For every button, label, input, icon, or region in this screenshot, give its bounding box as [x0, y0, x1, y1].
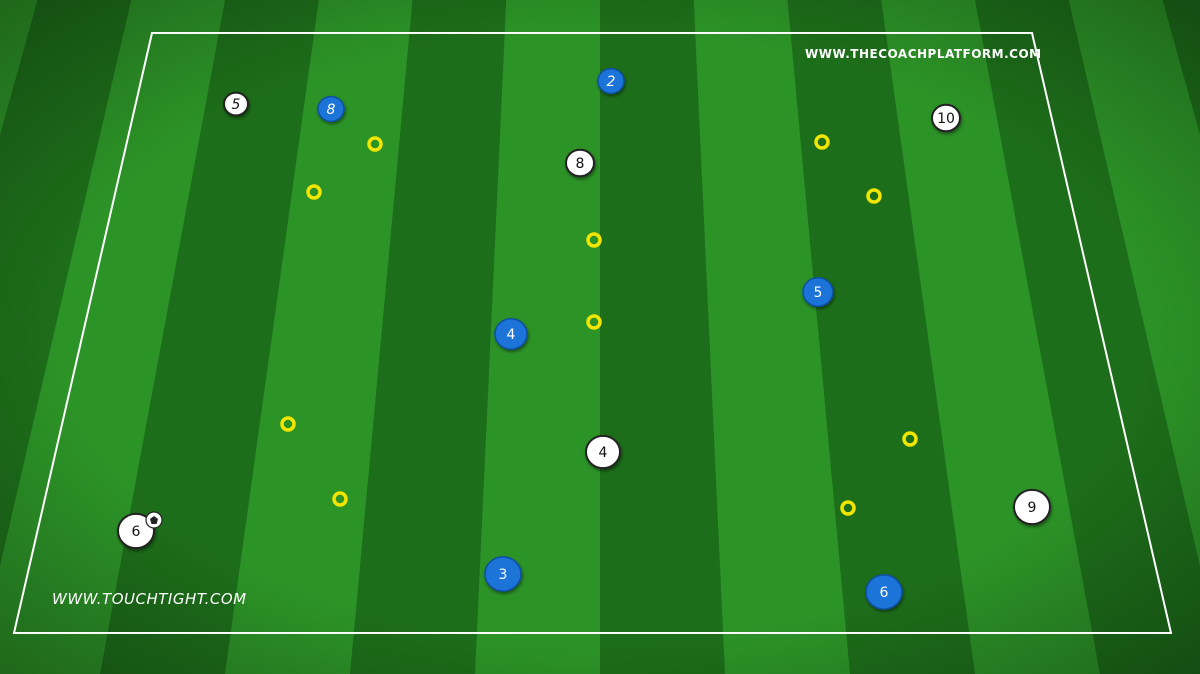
players-layer: 5 8 10 4 6 9 8 2 5 4 3 6	[117, 67, 1051, 610]
cone-marker	[840, 500, 856, 516]
player-blue-5: 5	[802, 277, 834, 307]
player-white-token	[223, 91, 249, 117]
player-blue-token	[494, 318, 528, 350]
player-white-number: 10	[937, 111, 955, 127]
ball-layer	[145, 511, 163, 529]
player-blue-2: 2	[597, 67, 625, 95]
player-blue-number: 4	[507, 327, 516, 343]
cones-layer	[280, 134, 918, 516]
cone-marker	[814, 134, 830, 150]
player-white-token	[931, 103, 961, 133]
player-white-number: 9	[1028, 500, 1037, 516]
pitch-boundary	[12, 32, 1173, 634]
player-blue-number: 6	[880, 585, 889, 601]
player-white-5: 5	[223, 91, 249, 117]
cone-marker	[280, 416, 296, 432]
cone-marker	[367, 136, 383, 152]
player-white-8: 8	[565, 148, 595, 178]
player-blue-3: 3	[484, 556, 522, 592]
player-blue-token	[484, 556, 522, 592]
player-blue-token	[317, 95, 345, 123]
cone-marker	[866, 188, 882, 204]
player-blue-number: 3	[499, 567, 508, 583]
player-blue-token	[597, 67, 625, 95]
player-white-6: 6	[117, 512, 155, 550]
player-blue-token	[865, 574, 903, 610]
player-white-token	[585, 434, 621, 470]
player-white-token	[117, 512, 155, 550]
cone-marker	[332, 491, 348, 507]
player-white-9: 9	[1013, 488, 1051, 526]
player-white-number: 8	[576, 156, 585, 172]
watermark-touchtight: WWW.TOUCHTIGHT.COM	[52, 590, 247, 608]
player-white-token	[565, 148, 595, 178]
soccer-ball-icon	[145, 511, 163, 529]
player-blue-6: 6	[865, 574, 903, 610]
player-blue-number: 8	[327, 102, 336, 118]
player-white-number: 6	[132, 524, 141, 540]
cone-marker	[902, 431, 918, 447]
player-blue-8: 8	[317, 95, 345, 123]
player-white-4: 4	[585, 434, 621, 470]
player-blue-token	[802, 277, 834, 307]
player-blue-4: 4	[494, 318, 528, 350]
player-white-number: 4	[599, 445, 608, 461]
cone-marker	[586, 314, 602, 330]
cone-marker	[586, 232, 602, 248]
player-blue-number: 5	[814, 285, 823, 301]
watermark-thecoachplatform: WWW.THECOACHPLATFORM.COM	[805, 47, 1042, 61]
player-blue-number: 2	[607, 74, 616, 90]
player-white-token	[1013, 488, 1051, 526]
player-white-10: 10	[931, 103, 961, 133]
ball-patch	[150, 516, 158, 524]
player-white-number: 5	[232, 97, 241, 113]
cone-marker	[306, 184, 322, 200]
